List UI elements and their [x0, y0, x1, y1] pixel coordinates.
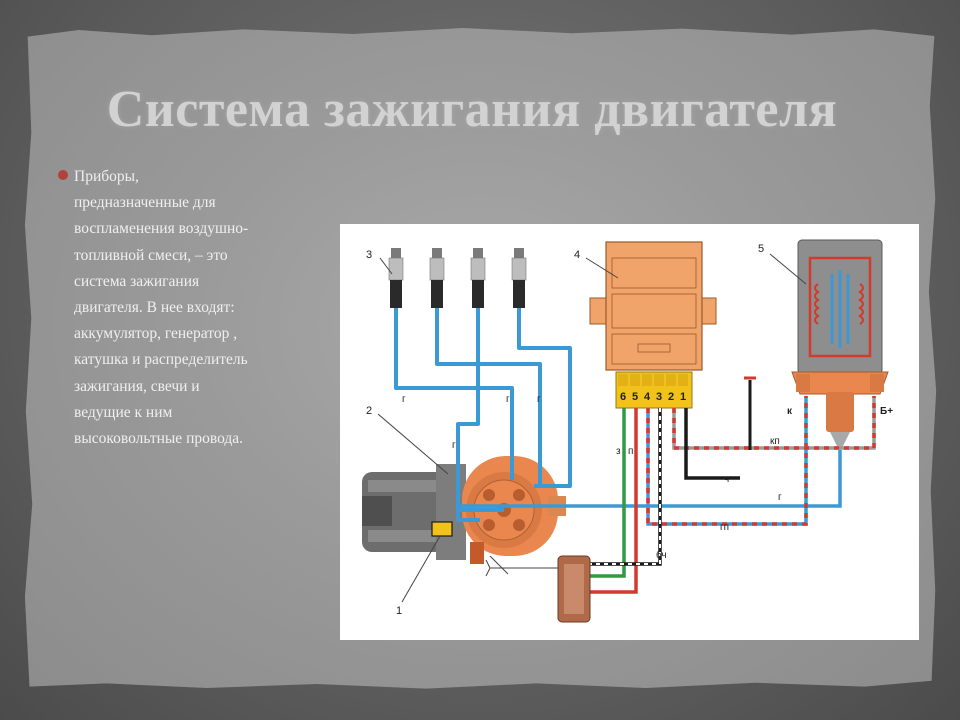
spark-plug-3	[470, 248, 486, 308]
blue-ht-wires	[394, 308, 572, 522]
wire-label-kp: кп	[770, 436, 780, 447]
spark-plug-1	[388, 248, 404, 308]
body-line: двигателя. В нее входят:	[74, 299, 235, 317]
wire-p-red	[580, 408, 638, 594]
wire-kp-red	[672, 396, 876, 450]
control-module	[589, 241, 717, 409]
slide-title: Система зажигания двигателя	[106, 81, 838, 138]
body-line: Приборы,	[74, 168, 139, 185]
wire-label-g2: г	[452, 440, 456, 451]
callout-3: 3	[366, 249, 372, 261]
wire-label-p: п	[628, 446, 633, 457]
wire-label-z: з	[616, 446, 621, 457]
ht-wire-2	[435, 308, 542, 486]
wire-gp-red	[646, 396, 808, 526]
pin-label-3: 3	[656, 391, 662, 403]
ht-wire-1	[394, 308, 514, 480]
spark-plug-2	[429, 248, 445, 308]
pin-label-5: 5	[632, 391, 638, 403]
pin-label-6: 6	[620, 391, 626, 403]
ignition-coil	[791, 239, 889, 452]
pin-label-1: 1	[680, 391, 686, 403]
hall-sensor-connector	[485, 555, 591, 623]
leader-1	[401, 535, 441, 603]
bullet-marker	[58, 170, 68, 180]
body-line: воспламенения воздушно-	[74, 220, 249, 238]
leader-4	[585, 257, 619, 279]
body-line: ведущие к ним	[74, 403, 173, 421]
ignition-diagram: г г г г 6 5 4 3 2 1 к Б+ г	[340, 224, 919, 640]
leader-2	[377, 413, 449, 475]
pin-label-2: 2	[668, 391, 674, 403]
ht-wire-3	[456, 308, 480, 522]
coil-terminal-b: Б+	[880, 406, 893, 417]
body-line: предназначенные для	[74, 194, 216, 212]
coil-terminal-k: к	[787, 406, 793, 417]
wire-label-bch: бч	[656, 549, 667, 561]
body-text: Приборы, предназначенные для воспламенен…	[74, 164, 320, 452]
callout-4: 4	[574, 249, 580, 261]
wire-bch-white	[580, 408, 661, 565]
wire-label-ch: ч	[724, 474, 729, 485]
callout-1: 1	[396, 605, 402, 617]
wire-blue-g5	[460, 450, 842, 508]
leader-5	[769, 253, 807, 285]
leader-3	[379, 257, 393, 275]
wire-z-green	[580, 408, 626, 578]
body-line: топливной смеси, – это	[74, 246, 228, 264]
distributor	[362, 456, 566, 575]
sensor-arrow	[485, 559, 491, 577]
callout-2: 2	[366, 405, 372, 417]
wire-label-g3: г	[506, 394, 510, 405]
wire-label-g1: г	[402, 394, 406, 405]
callout-5: 5	[758, 243, 764, 255]
body-line: аккумулятор, генератор ,	[74, 325, 238, 343]
spark-plug-4	[511, 248, 527, 308]
body-line: высоковольтные провода.	[74, 430, 244, 448]
pin-label-4: 4	[644, 391, 651, 403]
wire-label-g4: г	[537, 394, 541, 405]
body-line: зажигания, свечи и	[74, 377, 200, 395]
body-line: система зажигания	[74, 272, 200, 290]
wire-label-gp: гп	[720, 522, 729, 533]
ignition-diagram-svg: г г г г 6 5 4 3 2 1 к Б+ г	[362, 239, 893, 623]
ht-wire-4	[517, 308, 572, 488]
body-line: катушка и распределитель	[74, 351, 248, 369]
wire-label-g5: г	[778, 492, 782, 503]
spark-plugs	[388, 248, 527, 308]
wire-ch-black	[684, 408, 740, 480]
